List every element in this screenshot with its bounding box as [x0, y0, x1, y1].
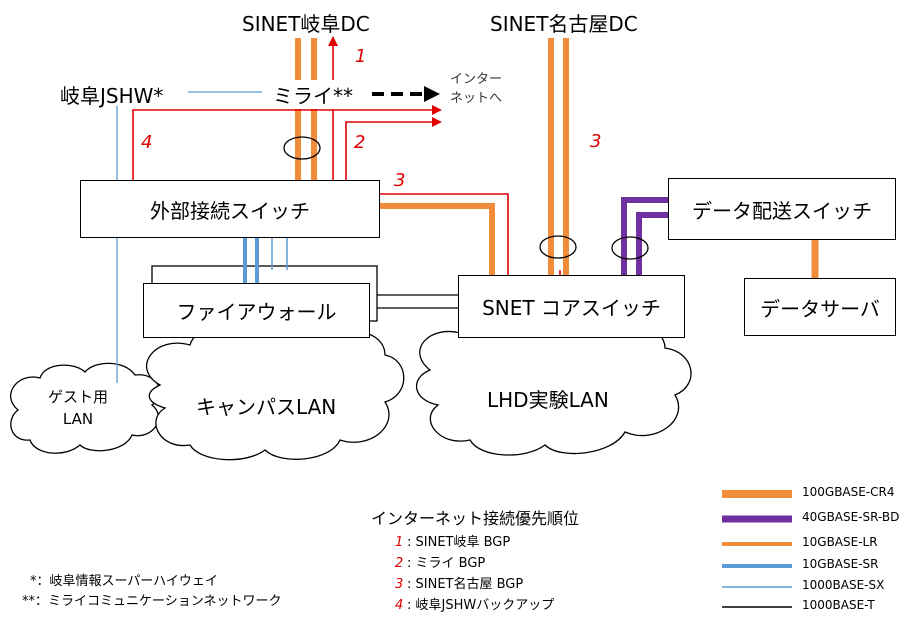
priority-text-2: : ミライ BGP	[407, 556, 486, 571]
priority-text-1: : SINET岐阜 BGP	[407, 535, 511, 550]
legend-row-1g-sx: 1000BASE-SX	[722, 577, 922, 597]
data-delivery-switch: データ配送スイッチ	[668, 178, 896, 240]
legend-label-10g-sr: 10GBASE-SR	[802, 557, 879, 571]
legend-row-10g-sr: 10GBASE-SR	[722, 556, 922, 576]
mirai-label: ミライ**	[273, 80, 353, 109]
sinet-nagoya-dc-label: SINET名古屋DC	[490, 12, 638, 36]
legend-row-100g: 100GBASE-CR4	[722, 484, 922, 504]
footnote-star1: *：岐阜情報スーパーハイウェイ	[30, 574, 218, 589]
guest-lan-cloud	[10, 362, 161, 454]
route-number-1: 1	[355, 46, 367, 67]
link-purple-a	[621, 197, 668, 278]
guest-lan-label: ゲスト用 LAN	[48, 388, 109, 428]
sinet-gifu-dc-label: SINET岐阜DC	[242, 12, 370, 36]
legend-label-1g-sx: 1000BASE-SX	[802, 578, 885, 592]
campus-lan-label: キャンパスLAN	[196, 395, 337, 419]
route-number-3-lower: 3	[394, 170, 406, 191]
external-switch: 外部接続スイッチ	[80, 180, 380, 238]
footnote-star2: **：ミライコミュニケーションネットワーク	[22, 594, 282, 609]
route-number-3-upper: 3	[590, 131, 602, 152]
priority-item-4: 4: 岐阜JSHWバックアップ	[395, 594, 554, 613]
snet-core-switch: SNET コアスイッチ	[458, 275, 685, 338]
priority-item-1: 1: SINET岐阜 BGP	[395, 531, 510, 550]
bundle-ellipse-gifu	[283, 136, 321, 160]
data-server: データサーバ	[744, 278, 896, 336]
internet-arrow-head	[424, 86, 440, 102]
priority-num-3: 3	[395, 577, 404, 592]
legend-label-10g-lr: 10GBASE-LR	[802, 535, 878, 549]
priority-item-2: 2: ミライ BGP	[395, 552, 485, 571]
priority-item-3: 3: SINET名古屋 BGP	[395, 573, 523, 592]
legend-label-100g: 100GBASE-CR4	[802, 485, 895, 499]
route-4	[132, 109, 438, 180]
legend-row-10g-lr: 10GBASE-LR	[722, 534, 922, 554]
internet-label: インター ネットへ	[450, 72, 503, 106]
route-arrowheads	[328, 36, 442, 127]
bundle-ellipse-purple	[611, 236, 649, 260]
legend-row-1g-t: 1000BASE-T	[722, 597, 922, 617]
legend-label-1g-t: 1000BASE-T	[802, 598, 875, 612]
priority-text-3: : SINET名古屋 BGP	[407, 577, 524, 592]
priority-title: インターネット接続優先順位	[371, 509, 580, 528]
priority-num-4: 4	[395, 598, 404, 613]
gifu-jshw-label: 岐阜JSHW*	[60, 84, 164, 108]
priority-num-2: 2	[395, 556, 404, 571]
legend-label-40g: 40GBASE-SR-BD	[802, 510, 900, 524]
route-2	[345, 121, 438, 180]
legend-row-40g: 40GBASE-SR-BD	[722, 509, 922, 529]
route-number-2: 2	[354, 132, 366, 153]
priority-text-4: : 岐阜JSHWバックアップ	[407, 598, 555, 613]
bundle-ellipse-nagoya	[539, 235, 577, 259]
firewall: ファイアウォール	[143, 283, 370, 338]
link-purple-b	[636, 212, 668, 278]
route-number-4: 4	[141, 132, 153, 153]
lhd-lan-label: LHD実験LAN	[487, 388, 609, 412]
link-ext-core	[380, 203, 495, 278]
priority-num-1: 1	[395, 535, 404, 550]
